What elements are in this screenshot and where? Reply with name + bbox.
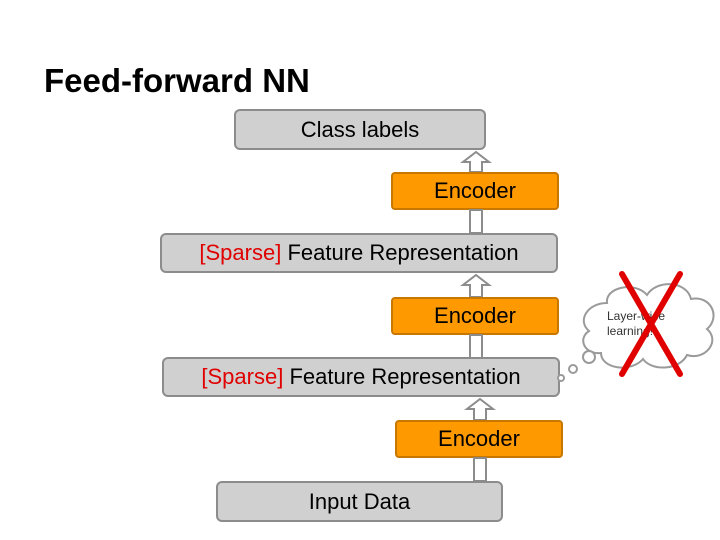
feature-representation-label: Feature Representation (281, 240, 519, 265)
input-data-label: Input Data (308, 488, 411, 514)
sparse-label: [Sparse] (201, 364, 284, 389)
encoder-box-top: Encoder (391, 172, 559, 210)
feature-representation-label: Feature Representation (283, 364, 521, 389)
encoder-label: Encoder (434, 303, 516, 328)
up-stem-icon (469, 334, 483, 359)
feature-representation-box-bottom: [Sparse] Feature Representation (162, 357, 560, 397)
up-stem-icon (469, 209, 483, 234)
encoder-box-bottom: Encoder (395, 420, 563, 458)
encoder-label: Encoder (434, 178, 516, 203)
up-arrow-icon (460, 273, 492, 298)
class-labels-box: Class labels (234, 109, 486, 150)
class-labels-text: Class labels (300, 116, 420, 142)
up-arrow-icon (464, 397, 496, 421)
up-stem-icon (473, 457, 487, 482)
encoder-box-middle: Encoder (391, 297, 559, 335)
input-data-box: Input Data (216, 481, 503, 522)
feature-representation-box-top: [Sparse] Feature Representation (160, 233, 558, 273)
encoder-label: Encoder (438, 426, 520, 451)
sparse-label: [Sparse] (199, 240, 282, 265)
slide-title: Feed-forward NN (44, 62, 310, 99)
cross-out-icon (619, 271, 683, 377)
up-arrow-icon (460, 150, 492, 173)
